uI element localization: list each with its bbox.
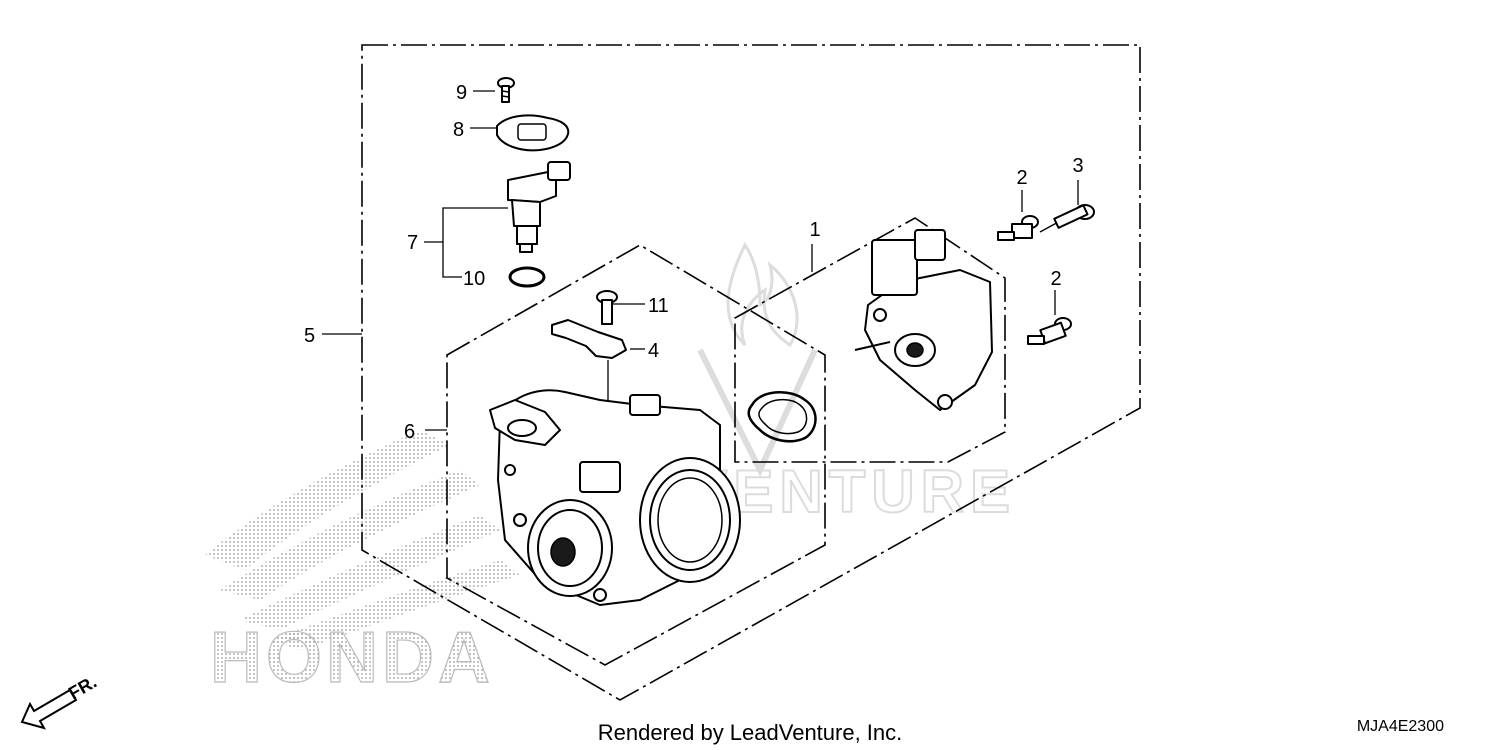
callout-7: 7 bbox=[407, 232, 418, 254]
assembly-boundary-5 bbox=[361, 44, 1141, 701]
screw-part-2-lower bbox=[1027, 317, 1072, 345]
screw-part-9 bbox=[497, 77, 515, 103]
honda-wing-watermark bbox=[205, 430, 520, 650]
bolt-part-3 bbox=[1053, 204, 1095, 229]
bolt-part-11 bbox=[596, 290, 618, 325]
callout-1: 1 bbox=[809, 219, 820, 241]
callout-2b: 2 bbox=[1050, 268, 1061, 290]
callout-8: 8 bbox=[453, 119, 464, 141]
gasket-seal bbox=[747, 390, 817, 443]
screw-part-2-upper bbox=[997, 215, 1039, 241]
clip-part-4 bbox=[551, 319, 627, 359]
rendered-by-credit: Rendered by LeadVenture, Inc. bbox=[598, 720, 903, 745]
diagram-code: MJA4E2300 bbox=[1357, 718, 1444, 735]
callout-5: 5 bbox=[304, 325, 315, 347]
callout-3: 3 bbox=[1072, 155, 1083, 177]
callout-9: 9 bbox=[456, 82, 467, 104]
plate-part-8 bbox=[496, 114, 570, 152]
callout-4: 4 bbox=[648, 340, 659, 362]
callout-11: 11 bbox=[648, 295, 669, 317]
callout-6: 6 bbox=[404, 421, 415, 443]
sensor-part-7 bbox=[507, 161, 571, 253]
callout-2a: 2 bbox=[1016, 167, 1027, 189]
throttle-body-part-6 bbox=[489, 389, 741, 606]
sensor-unit-boundary-1 bbox=[734, 217, 1006, 463]
front-direction-arrow bbox=[20, 688, 78, 730]
honda-watermark-text: HONDA bbox=[210, 618, 494, 698]
throttle-body-boundary-6 bbox=[446, 244, 826, 666]
sensor-unit-part-1 bbox=[854, 229, 993, 411]
leadventure-logo-watermark bbox=[697, 242, 818, 477]
o-ring-part-10 bbox=[508, 266, 546, 288]
callout-10: 10 bbox=[463, 268, 485, 290]
